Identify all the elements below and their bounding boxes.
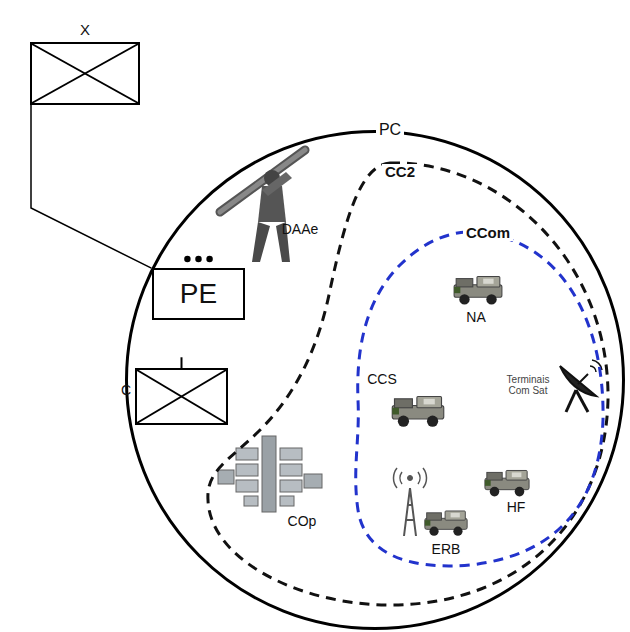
part-label: DAAe	[282, 222, 319, 237]
command-post-building	[218, 436, 322, 512]
node-label: CCom	[463, 225, 513, 242]
unit-symbol: C	[135, 368, 228, 425]
vehicle-icon	[454, 277, 502, 305]
part-label: HF	[507, 500, 526, 515]
antenna-tower	[393, 468, 426, 536]
node-label: X	[80, 22, 90, 39]
unit-box: PE	[152, 268, 245, 320]
node-outline	[205, 160, 615, 610]
part-label: Terminais Com Sat	[496, 374, 560, 396]
vehicle-icon	[425, 511, 467, 536]
node-label: CC2	[382, 164, 418, 181]
node-label: PC	[376, 121, 404, 139]
connector-line	[31, 105, 151, 268]
unit-symbol: X	[30, 42, 140, 105]
soldier-figure	[220, 150, 305, 262]
part-label: COp	[288, 514, 317, 529]
part-label: CCS	[367, 372, 397, 387]
dashed-region: CCom	[350, 228, 608, 573]
node-outline	[350, 228, 608, 573]
node-label: PE	[180, 279, 217, 310]
vehicle-icon	[392, 397, 444, 427]
node-outline	[32, 44, 138, 103]
vehicle-icon	[485, 470, 529, 496]
dashed-region: CC2CCom	[205, 160, 615, 610]
satellite-dish	[560, 360, 602, 412]
part-label: NA	[466, 310, 485, 325]
node-outline	[137, 370, 226, 423]
part-label: ERB	[432, 542, 461, 557]
node-label: C	[121, 383, 131, 398]
